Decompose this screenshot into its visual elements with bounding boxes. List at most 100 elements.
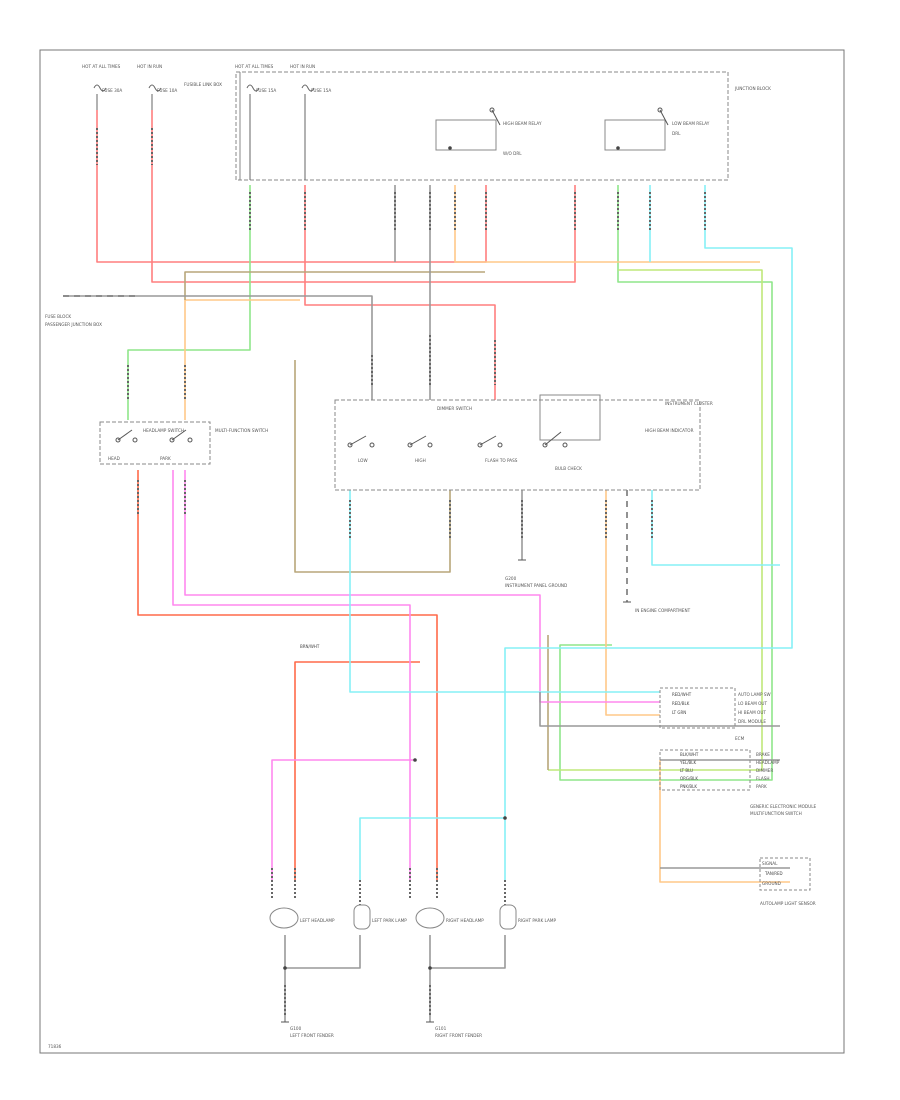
- wire-cyan-5: [651, 490, 780, 566]
- label-dimmer-switch: DIMMER SWITCH: [437, 406, 472, 411]
- relay-blade: [491, 109, 501, 126]
- switch-blade: [479, 435, 497, 446]
- label-gem-pin-1: BRAKE: [756, 752, 770, 757]
- wire-label-6: LT BLU: [680, 768, 693, 773]
- wire-cyan-3: [349, 490, 660, 693]
- wire-lime-1: [548, 269, 763, 771]
- right-headlamp-bulb: [415, 907, 445, 929]
- wires: [63, 110, 793, 1022]
- label-left-headlamp: LEFT HEADLAMP: [300, 918, 335, 923]
- ecm-connector-box: [659, 687, 736, 729]
- fuse-symbol: [246, 84, 260, 92]
- label-autolamp-pin-1: SIGNAL: [762, 861, 778, 866]
- label-passenger-jb: PASSENGER JUNCTION BOX: [45, 322, 102, 327]
- relay-1-box: [435, 119, 497, 151]
- fuse-block-box: [235, 71, 729, 181]
- fuse-symbol: [148, 84, 162, 92]
- label-relay-2-coil: DRL: [672, 131, 681, 136]
- left-headlamp-bulb: [269, 907, 299, 929]
- label-ecm-pin-2: LO BEAM OUT: [738, 701, 767, 706]
- label-gem-pin-2: HEADLAMP: [756, 760, 780, 765]
- switch-contact: [427, 442, 433, 448]
- wire-label-7: ORG/BLK: [680, 776, 698, 781]
- wire-red-1: [96, 110, 487, 263]
- label-ground-right: G101: [435, 1026, 447, 1031]
- label-ground-1: G200: [505, 576, 517, 581]
- label-junction-block: JUNCTION BLOCK: [734, 86, 771, 91]
- label-fuse-block-ref: FUSIBLE LINK BOX: [184, 82, 222, 87]
- label-bulb-check: BULB CHECK: [555, 466, 582, 471]
- fuse-symbols: [93, 84, 315, 180]
- label-ecm-pin-1: AUTO LAMP SW: [738, 692, 771, 697]
- label-dimmer-1: LOW: [358, 458, 368, 463]
- wire-label-1: RED/WHT: [672, 692, 692, 697]
- label-autolamp: AUTOLAMP LIGHT SENSOR: [760, 901, 816, 906]
- wire-gray-5: [284, 935, 361, 969]
- label-fuse-3: FUSE 15A: [256, 88, 276, 93]
- label-relay-1: HIGH BEAM RELAY: [503, 121, 542, 126]
- wire-orange-2: [184, 299, 300, 420]
- wire-label-9: TAN/RED: [764, 871, 783, 876]
- junction-dots: [283, 146, 620, 970]
- left-park-lamp: [353, 904, 371, 930]
- wire-red-2: [151, 110, 576, 283]
- wire-cyan-1: [504, 185, 793, 880]
- wire-label-5: YEL/BLK: [679, 760, 697, 765]
- label-hot-in-run-2: HOT IN RUN: [290, 64, 315, 69]
- label-ground-note: INSTRUMENT PANEL GROUND: [505, 583, 567, 588]
- label-ground-left: G100: [290, 1026, 302, 1031]
- fuse-symbol: [93, 84, 107, 92]
- diagram-border: [39, 49, 845, 1054]
- label-gem-pin-4: FLASH: [756, 776, 770, 781]
- wire-red-4: [137, 470, 438, 880]
- junction-dot: [428, 966, 432, 970]
- gem-connector-box: [659, 749, 751, 791]
- label-ground-left-note: LEFT FRONT FENDER: [290, 1033, 334, 1038]
- wire-green-2: [559, 185, 773, 781]
- label-footer-code: 71836: [48, 1044, 62, 1049]
- label-left-module: MULTI-FUNCTION SWITCH: [215, 428, 268, 433]
- wire-label-4: BLK/WHT: [680, 752, 699, 757]
- junction-dot: [503, 816, 507, 820]
- switch-blade: [171, 429, 187, 441]
- wire-label-8: PNK/BLK: [680, 784, 697, 789]
- relay-blade: [659, 109, 669, 126]
- label-hsw-2: PARK: [160, 456, 171, 461]
- wire-code-marks: [96, 128, 706, 1015]
- wire-gray-1: [63, 295, 373, 400]
- label-gem: GENERIC ELECTRONIC MODULE: [750, 804, 817, 809]
- junction-dot: [448, 146, 452, 150]
- label-gem-pin-5: PARK: [756, 784, 767, 789]
- wire-gray-7: [429, 935, 506, 969]
- label-gem-note: MULTIFUNCTION SWITCH: [750, 811, 802, 816]
- wire-label-3: LT GRN: [672, 710, 686, 715]
- label-hsw-1: HEAD: [108, 456, 120, 461]
- junction-dot: [413, 758, 417, 762]
- autolamp-connector-box: [759, 857, 811, 891]
- wire-cyan-4: [359, 817, 505, 880]
- fuse-symbol: [301, 84, 315, 92]
- right-park-lamp: [499, 904, 517, 930]
- switch-blade: [349, 435, 367, 446]
- label-autolamp-pin-2: GROUND: [762, 881, 781, 886]
- label-hot-at-all-times-2: HOT AT ALL TIMES: [235, 64, 274, 69]
- label-dimmer-2: HIGH: [415, 458, 426, 463]
- wire-gray-11: [539, 692, 660, 727]
- switch-blade: [544, 431, 562, 446]
- label-gem-pin-3: DIMMER: [756, 768, 773, 773]
- label-fuse-4: FUSE 15A: [311, 88, 331, 93]
- switch-contacts: [115, 107, 669, 448]
- wire-orange-4: [659, 760, 790, 883]
- ground-symbols: [281, 559, 631, 1023]
- switch-blade: [117, 429, 133, 441]
- switch-contact: [562, 442, 568, 448]
- switch-blade: [409, 435, 427, 446]
- label-ecm: ECM: [735, 736, 745, 741]
- label-relay-1-coil: W/O DRL: [503, 151, 522, 156]
- label-fuse-2: FUSE 10A: [157, 88, 177, 93]
- component-boxes: [99, 71, 811, 930]
- wire-label-10: BRN/WHT: [300, 644, 320, 649]
- switch-contact: [369, 442, 375, 448]
- central-switch-box: [334, 399, 701, 491]
